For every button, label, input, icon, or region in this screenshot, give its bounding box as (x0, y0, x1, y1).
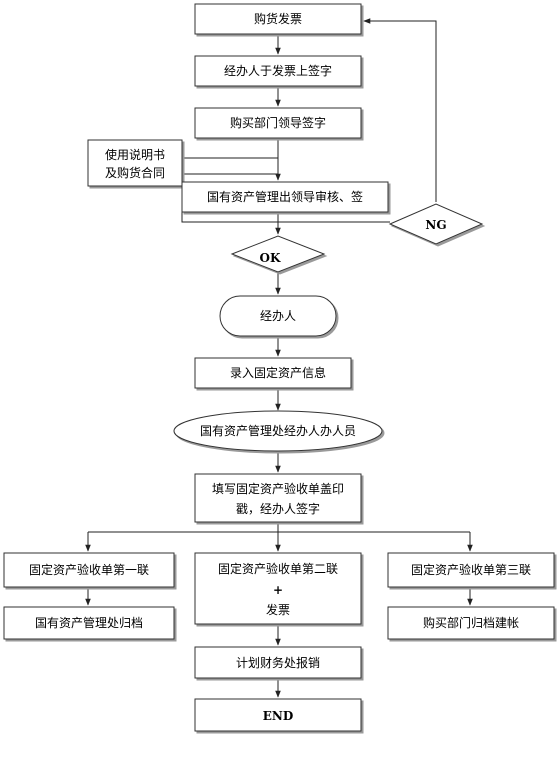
node-fill-form-line2: 戳，经办人签字 (236, 501, 320, 516)
node-agent-signs-label: 经办人于发票上签字 (224, 63, 332, 78)
node-archive-asset-office: 国有资产管理处归档 (3, 606, 175, 640)
node-asset-mgmt-review: 国有资产管理出领导审核、签 (181, 181, 389, 213)
node-asset-office-staff-label: 国有资产管理处经办人办人员 (200, 423, 356, 438)
node-fill-form-line1: 填写固定资产验收单盖印 (212, 481, 344, 496)
node-ng-label: NG (425, 218, 446, 232)
node-form-copy2: 固定资产验收单第二联 + 发票 (194, 552, 362, 625)
node-dept-lead-signs-label: 购买部门领导签字 (230, 115, 326, 130)
node-ok-label: OK (260, 251, 281, 265)
node-form-copy2-line1: 固定资产验收单第二联 (218, 561, 338, 576)
node-ng: NG (388, 203, 484, 245)
node-enter-asset-info-label: 录入固定资产信息 (230, 365, 326, 380)
edge-review-to-ng (181, 212, 390, 223)
node-form-copy1-label: 固定资产验收单第一联 (29, 562, 149, 577)
edge-ng-back-to-invoice (363, 18, 437, 202)
node-finance-reimburse-label: 计划财务处报销 (236, 655, 320, 670)
node-purchase-invoice: 购货发票 (194, 3, 362, 35)
node-finance-reimburse: 计划财务处报销 (194, 646, 362, 679)
node-dept-lead-signs: 购买部门领导签字 (194, 107, 362, 139)
node-agent: 经办人 (219, 295, 337, 337)
node-agent-signs: 经办人于发票上签字 (194, 55, 362, 87)
node-purchase-invoice-label: 购货发票 (254, 11, 302, 26)
node-enter-asset-info: 录入固定资产信息 (194, 357, 352, 389)
node-fill-form: 填写固定资产验收单盖印 戳，经办人签字 (194, 473, 362, 523)
node-asset-mgmt-review-label: 国有资产管理出领导审核、签 (207, 189, 363, 204)
node-end: END (194, 698, 362, 732)
node-archive-purchase-dept-label: 购买部门归档建帐 (423, 615, 519, 630)
node-manual-contract: 使用说明书 及购货合同 (87, 139, 183, 187)
node-form-copy3: 固定资产验收单第三联 (387, 552, 555, 588)
node-form-copy2-line2: 发票 (266, 602, 290, 617)
node-end-label: END (263, 709, 294, 723)
connectors (85, 18, 473, 698)
node-asset-office-staff: 国有资产管理处经办人办人员 (173, 410, 383, 452)
node-form-copy2-plus: + (273, 583, 283, 597)
node-form-copy1: 固定资产验收单第一联 (3, 552, 175, 588)
node-manual-contract-line2: 及购货合同 (105, 165, 165, 180)
node-ok: OK (230, 235, 326, 273)
node-archive-asset-office-label: 国有资产管理处归档 (35, 615, 143, 630)
node-form-copy3-label: 固定资产验收单第三联 (411, 562, 531, 577)
node-archive-purchase-dept: 购买部门归档建帐 (387, 606, 555, 640)
node-agent-label: 经办人 (260, 308, 296, 323)
node-manual-contract-line1: 使用说明书 (105, 147, 165, 162)
